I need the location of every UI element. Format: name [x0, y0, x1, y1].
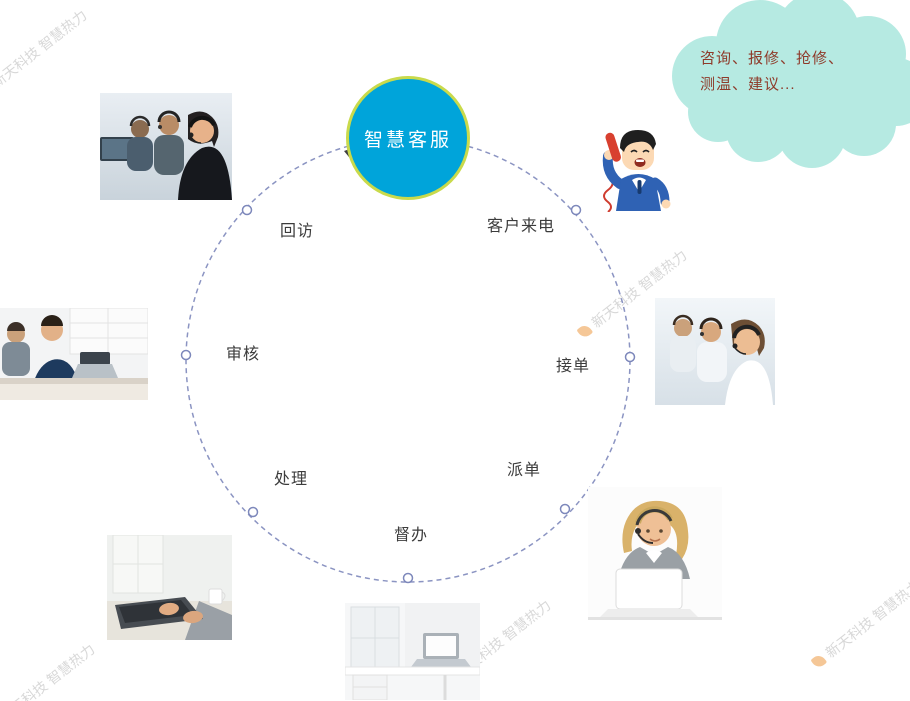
step-label-return-visit: 回访 — [279, 223, 315, 240]
step-label-supervise: 督办 — [393, 527, 429, 544]
photo-typing-hands-bottom-left — [107, 535, 232, 640]
call-center-photo-graphic — [655, 298, 775, 405]
step-label-take-order: 接单 — [555, 358, 591, 375]
photo-agent-woman-bottom-right — [588, 487, 722, 620]
cloud-callout-text: 咨询、报修、抢修、测温、建议... — [700, 50, 845, 93]
cloud-callout — [660, 0, 910, 168]
node-duban — [402, 572, 414, 584]
center-node-smart-customer-service: 智慧客服 — [346, 76, 470, 200]
typing-photo-graphic — [107, 535, 232, 640]
node-paidan — [559, 503, 571, 515]
node-jiedan — [624, 351, 636, 363]
step-label-customer-call: 客户来电 — [486, 218, 556, 235]
photo-call-center-team-top-left — [100, 93, 232, 200]
desk-photo-graphic — [345, 603, 480, 700]
photo-office-workers-left — [0, 308, 148, 400]
step-label-process: 处理 — [273, 471, 309, 488]
step-label-review: 审核 — [225, 346, 261, 363]
step-label-dispatch: 派单 — [506, 462, 542, 479]
office-photo-graphic — [0, 308, 148, 400]
agent-photo-graphic — [588, 487, 722, 620]
photo-call-center-team-right — [655, 298, 775, 405]
node-chuli — [247, 506, 259, 518]
node-customer-call — [570, 204, 582, 216]
cartoon-man-on-phone-illustration — [586, 110, 690, 212]
cloud-shape — [672, 0, 910, 168]
node-huifang — [241, 204, 253, 216]
cycle-nodes — [180, 204, 636, 584]
man-on-phone-icon — [602, 130, 671, 212]
call-center-photo-graphic — [100, 93, 232, 200]
node-shenhe — [180, 349, 192, 361]
center-node-label: 智慧客服 — [363, 129, 452, 151]
photo-desk-laptop-bottom-center — [345, 603, 480, 700]
